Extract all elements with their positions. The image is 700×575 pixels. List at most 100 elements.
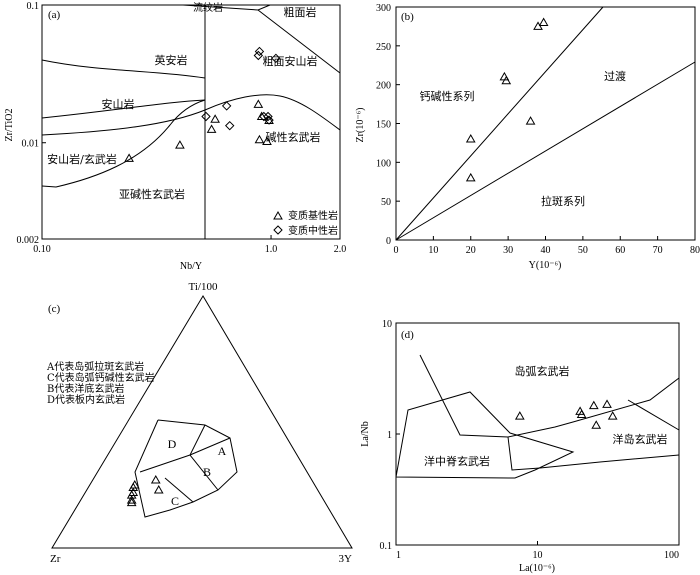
- point-sample: [465, 134, 476, 143]
- field-label-subalkaline-basalt: 亚碱性玄武岩: [119, 187, 185, 201]
- legend-label-intermediate: 变质中性岩: [288, 224, 338, 237]
- x-tick-label: 50: [578, 245, 588, 256]
- y-tick-label: 0: [386, 236, 391, 247]
- point-sample: [607, 411, 618, 420]
- panel-b-y-label: Zr(10⁻⁶): [355, 108, 366, 143]
- point-basic: [206, 124, 217, 133]
- point-sample: [591, 420, 602, 429]
- field-label-c: C: [171, 494, 179, 508]
- x-tick-label: 80: [690, 245, 700, 256]
- point-intermediate: [254, 46, 265, 57]
- panel-a: 流纹岩 粗面岩 英安岩 粗面安山岩 安山岩 碱性玄武岩 安山岩/玄武岩 亚碱性玄…: [4, 1, 346, 272]
- field-label-transitional: 过渡: [604, 69, 626, 83]
- apex-label-ti: Ti/100: [189, 281, 218, 293]
- panel-c: A B C D (c) Ti/100 Zr 3Y A代表岛弧拉斑玄武岩 C代表岛…: [46, 281, 353, 565]
- x-tick-label: 2.0: [334, 244, 347, 255]
- point-basic: [253, 99, 264, 108]
- panel-b-points: [465, 17, 549, 182]
- point-sample: [153, 485, 164, 494]
- apex-label-3y: 3Y: [339, 553, 353, 565]
- field-label-rhyolite: 流纹岩: [193, 1, 223, 14]
- note-a: A代表岛弧拉斑玄武岩: [46, 360, 144, 373]
- legend-triangle-marker: [273, 210, 283, 220]
- field-label-a: A: [218, 444, 227, 458]
- point-intermediate: [201, 111, 211, 122]
- panel-a-field-labels: 流纹岩 粗面岩 英安岩 粗面安山岩 安山岩 碱性玄武岩 安山岩/玄武岩 亚碱性玄…: [47, 1, 320, 201]
- panel-d-x-label: La(10⁻⁶): [519, 563, 555, 574]
- x-tick-label: 20: [466, 245, 476, 256]
- note-b: B代表洋底玄武岩: [47, 382, 124, 395]
- panel-a-y-ticks: 0.10.010.002: [17, 1, 46, 246]
- field-label-trachyte: 粗面岩: [284, 5, 317, 19]
- point-basic: [210, 114, 220, 123]
- panel-a-field-boundaries: [41, 4, 341, 239]
- y-tick-label: 1: [387, 430, 392, 441]
- panel-b-boundaries: [395, 6, 696, 241]
- field-label-morb: 洋中脊玄武岩: [424, 454, 490, 468]
- field-label-d: D: [168, 437, 177, 451]
- field-label-andesite: 安山岩: [102, 97, 135, 111]
- x-tick-label: 0: [394, 245, 399, 256]
- point-intermediate: [271, 53, 281, 64]
- y-tick-label: 0.1: [27, 1, 40, 12]
- apex-label-zr: Zr: [50, 553, 61, 565]
- x-tick-label: 70: [653, 245, 663, 256]
- x-tick-label: 60: [615, 245, 625, 256]
- legend-diamond-marker: [273, 225, 283, 235]
- x-tick-label: 10: [533, 550, 543, 561]
- x-tick-label: 0.10: [33, 244, 51, 255]
- point-intermediate: [221, 101, 232, 111]
- point-sample: [126, 497, 137, 507]
- point-intermediate: [225, 120, 235, 131]
- panel-c-tag: (c): [48, 303, 61, 315]
- point-sample: [465, 172, 476, 182]
- point-sample: [128, 482, 139, 492]
- x-tick-label: 10: [428, 245, 438, 256]
- y-tick-label: 200: [376, 81, 391, 92]
- note-c: C代表岛弧钙碱性玄武岩: [47, 371, 155, 384]
- point-basic: [262, 136, 272, 146]
- panel-d-field-boundaries: [395, 354, 680, 479]
- field-label-b: B: [203, 465, 211, 479]
- panel-c-points: [126, 474, 164, 507]
- field-label-tholeiitic: 拉斑系列: [541, 194, 585, 208]
- y-tick-label: 300: [376, 3, 391, 14]
- panel-d-field-labels: 岛弧玄武岩 洋岛玄武岩 洋中脊玄武岩: [424, 364, 668, 468]
- x-tick-label: 100: [664, 550, 679, 561]
- y-tick-label: 100: [376, 158, 391, 169]
- point-sample: [525, 116, 536, 125]
- point-basic: [124, 153, 134, 162]
- panel-a-y-label: Zr/TiO2: [4, 109, 15, 142]
- panel-b-tag: (b): [401, 11, 414, 23]
- x-tick-label: 1: [396, 550, 401, 561]
- point-sample: [501, 75, 512, 85]
- field-label-island-arc: 岛弧玄武岩: [515, 364, 570, 378]
- point-basic: [254, 134, 265, 144]
- y-tick-label: 0.1: [380, 541, 393, 552]
- point-intermediate: [264, 115, 274, 125]
- point-sample: [602, 399, 612, 408]
- y-tick-label: 0.002: [17, 235, 40, 246]
- x-tick-label: 40: [541, 245, 551, 256]
- panel-d-y-label: La/Nb: [360, 421, 371, 447]
- point-intermediate: [259, 111, 269, 122]
- point-basic: [175, 140, 185, 149]
- panel-d-x-ticks: 1 10 100: [395, 541, 680, 561]
- panel-d-points: [514, 399, 618, 429]
- panel-c-notes: A代表岛弧拉斑玄武岩 C代表岛弧钙碱性玄武岩 B代表洋底玄武岩 D代表板内玄武岩: [46, 360, 155, 406]
- panel-d-tag: (d): [401, 329, 414, 341]
- panel-b-field-labels: 钙碱性系列 过渡 拉斑系列: [420, 69, 627, 208]
- point-sample: [150, 474, 161, 484]
- panel-c-field-labels: A B C D: [168, 437, 227, 508]
- point-intermediate: [263, 111, 273, 122]
- field-label-trachyandesite: 粗面安山岩: [263, 54, 318, 68]
- field-label-andesite-basalt: 安山岩/玄武岩: [47, 152, 117, 166]
- panel-b-x-label: Y(10⁻⁶): [529, 260, 562, 271]
